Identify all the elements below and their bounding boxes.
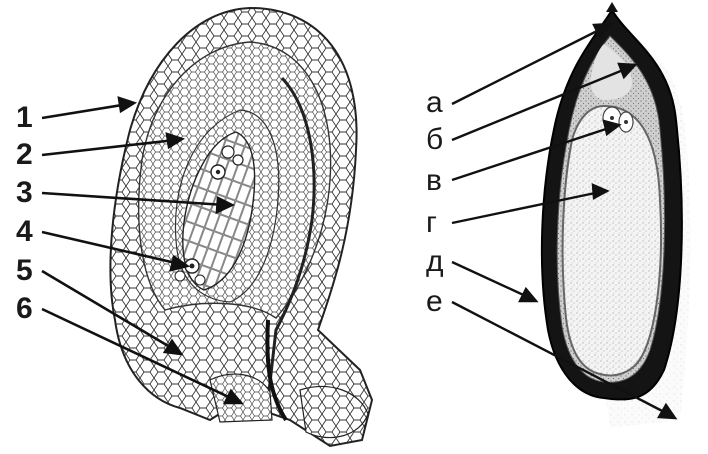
label-v: в [426,164,442,197]
left-leader-lines [41,96,244,405]
label-6: 6 [16,292,33,325]
label-2: 2 [16,138,33,171]
label-a: а [426,86,443,119]
seed-section [540,2,691,428]
label-d: д [426,245,444,278]
label-4: 4 [16,215,33,248]
label-1: 1 [16,101,33,134]
right-leader-lines [451,22,678,420]
label-3: 3 [16,176,33,209]
label-e: е [426,285,443,318]
ovule-section [109,6,374,448]
label-5: 5 [16,254,33,287]
label-b: б [426,123,444,156]
label-g: г [426,206,437,239]
